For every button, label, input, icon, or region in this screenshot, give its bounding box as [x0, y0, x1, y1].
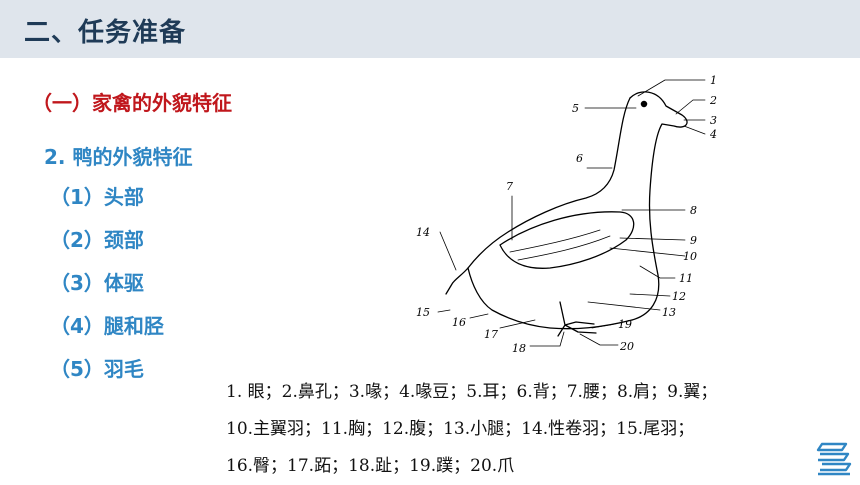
caption-line-3: 16.臀；17.跖；18.趾；19.蹼；20.爪 [226, 456, 515, 476]
label-12: 12 [672, 290, 686, 303]
label-10: 10 [683, 250, 697, 263]
label-9: 9 [690, 234, 697, 247]
books-stack-icon [816, 442, 852, 476]
list-item-neck: （2）颈部 [50, 228, 144, 252]
section-title: （一）家禽的外貌特征 [32, 91, 232, 115]
label-2: 2 [709, 94, 717, 107]
label-11: 11 [679, 272, 693, 285]
label-13: 13 [662, 306, 676, 319]
list-item-legs: （4）腿和胫 [50, 314, 164, 338]
label-7: 7 [506, 180, 513, 193]
duck-eye [640, 100, 648, 108]
label-8: 8 [690, 204, 697, 217]
list-item-feathers: （5）羽毛 [50, 357, 144, 381]
label-4: 4 [709, 128, 717, 141]
list-item-body: （3）体驱 [50, 271, 144, 295]
subsection-title: 2. 鸭的外貌特征 [44, 145, 193, 169]
label-15: 15 [416, 306, 430, 319]
label-1: 1 [710, 74, 717, 87]
duck-leg-outline [557, 301, 597, 337]
duck-tail-outline [445, 267, 633, 330]
label-18: 18 [512, 342, 526, 355]
label-5: 5 [572, 102, 579, 115]
label-19: 19 [618, 318, 632, 331]
label-14: 14 [416, 226, 430, 239]
duck-back-outline [467, 97, 631, 269]
list-item-head: （1）头部 [50, 185, 144, 209]
duck-wing-outline [499, 211, 635, 269]
diagram-caption: 1. 眼；2.鼻孔；3.喙；4.喙豆；5.耳；6.背；7.腰；8.肩；9.翼； … [226, 374, 826, 485]
caption-line-1: 1. 眼；2.鼻孔；3.喙；4.喙豆；5.耳；6.背；7.腰；8.肩；9.翼； [226, 382, 718, 402]
label-6: 6 [576, 152, 583, 165]
page-title: 二、任务准备 [24, 18, 187, 48]
title-bar: 二、任务准备 [0, 0, 860, 58]
label-16: 16 [452, 316, 466, 329]
parts-list: （1）头部 （2）颈部 （3）体驱 （4）腿和胫 （5）羽毛 [50, 180, 164, 395]
caption-line-2: 10.主翼羽；11.胸；12.腹；13.小腿；14.性卷羽；15.尾羽； [226, 419, 695, 439]
label-20: 20 [619, 340, 634, 353]
duck-anatomy-diagram: 1 2 3 4 5 6 7 8 9 10 11 12 13 14 15 16 1… [416, 74, 717, 355]
label-3: 3 [710, 114, 717, 127]
label-17: 17 [484, 328, 498, 341]
duck-head-outline [629, 91, 688, 321]
